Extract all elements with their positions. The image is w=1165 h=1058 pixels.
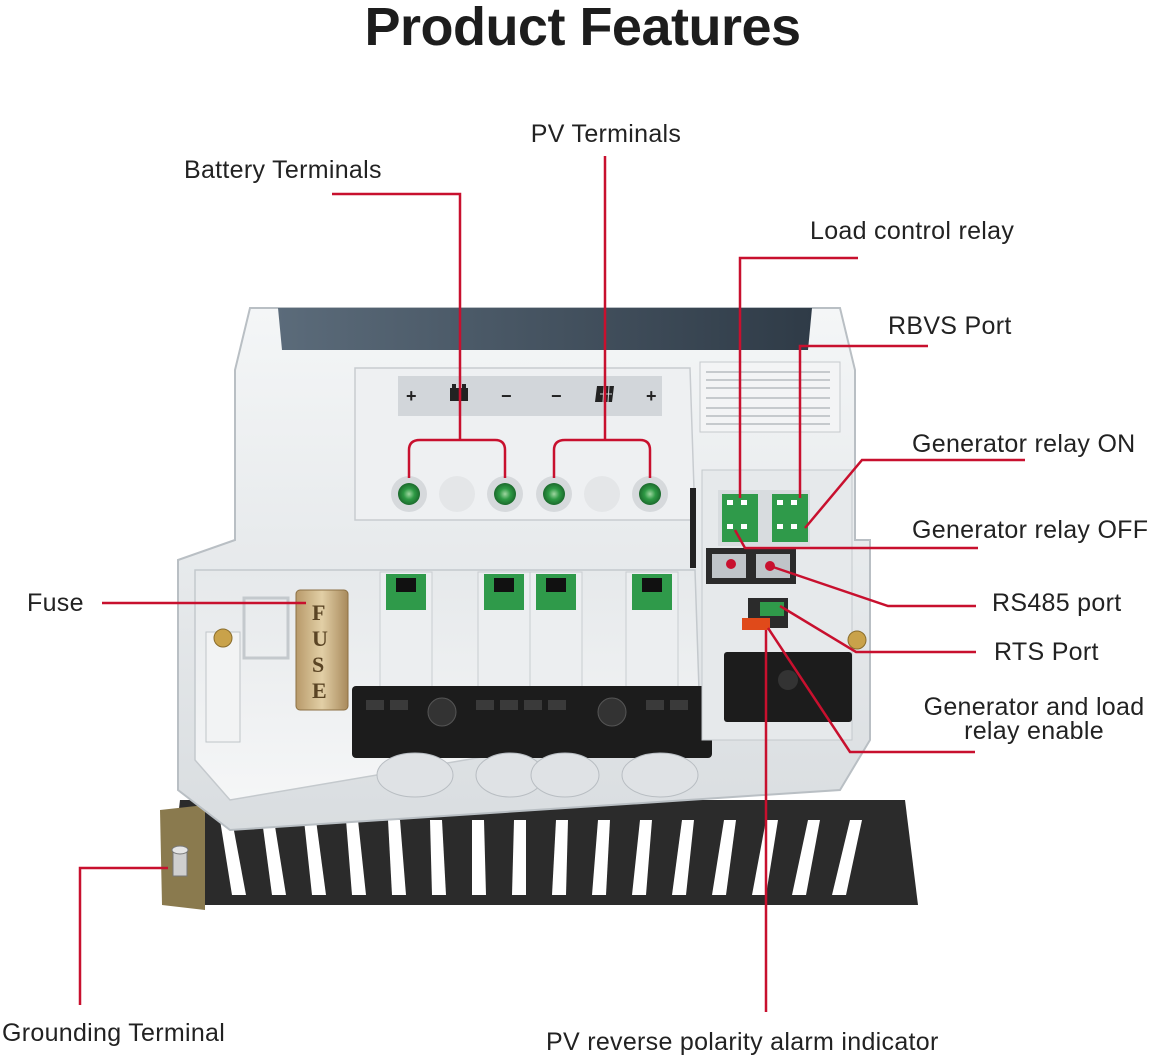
port-panel <box>690 469 867 741</box>
battery-plus-symbol: + <box>406 386 417 406</box>
label-generator-load-enable-line1: Generator and load <box>923 693 1145 721</box>
label-generator-relay-off: Generator relay OFF <box>912 516 1149 544</box>
label-battery-terminals: Battery Terminals <box>184 156 382 184</box>
battery-minus-symbol: − <box>501 386 512 406</box>
fuse: F U S E <box>205 589 349 743</box>
label-grounding-terminal: Grounding Terminal <box>2 1019 226 1047</box>
fuse-letter-e: E <box>312 678 327 703</box>
cable-clamp-bar <box>352 686 712 758</box>
heatsink <box>160 800 918 910</box>
fuse-letter-u: U <box>312 626 328 651</box>
pv-plus-symbol: + <box>646 386 657 406</box>
label-fuse: Fuse <box>27 589 84 617</box>
pv-minus-symbol: − <box>551 386 562 406</box>
fuse-letter-s: S <box>312 652 324 677</box>
callout-lines <box>78 156 1025 1012</box>
page-title: Product Features <box>364 0 801 57</box>
fuse-letter-f: F <box>312 600 325 625</box>
label-generator-load-enable-line2: relay enable <box>964 717 1104 745</box>
callout-dots <box>726 559 775 571</box>
label-rts-port: RTS Port <box>994 638 1099 666</box>
label-pv-reverse-alarm: PV reverse polarity alarm indicator <box>546 1028 939 1056</box>
label-pv-terminals: PV Terminals <box>530 120 682 148</box>
cable-entries <box>376 752 699 798</box>
label-generator-relay-on: Generator relay ON <box>912 430 1136 458</box>
terminal-screws <box>391 476 668 512</box>
label-load-control-relay: Load control relay <box>810 217 1015 245</box>
label-rs485-port: RS485 port <box>992 589 1122 617</box>
label-rbvs-port: RBVS Port <box>888 312 1012 340</box>
